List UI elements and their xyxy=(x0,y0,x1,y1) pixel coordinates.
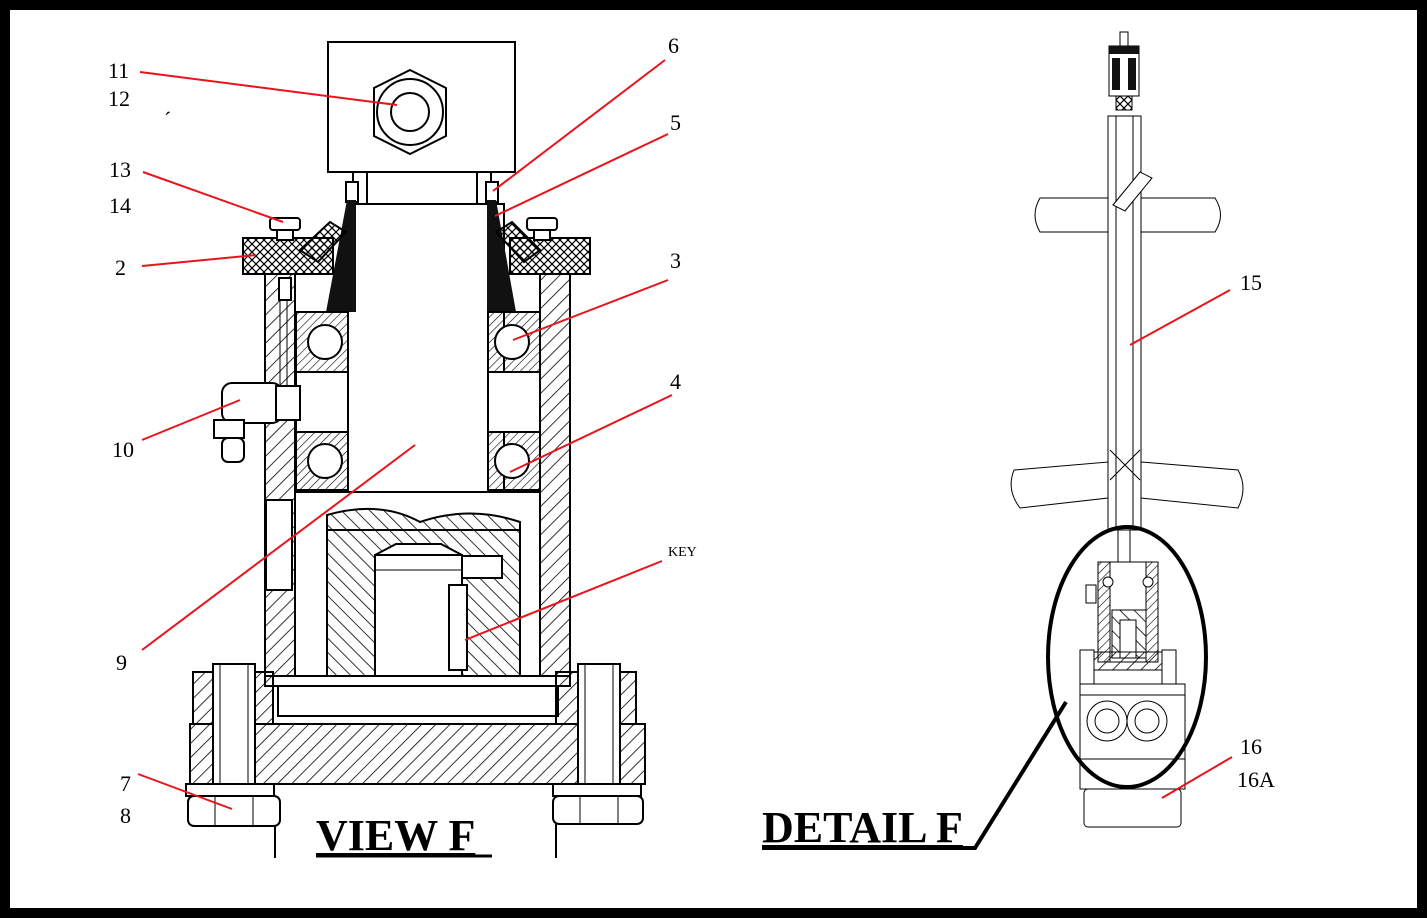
label-10: 10 xyxy=(112,437,134,462)
label-13: 13 xyxy=(109,157,131,182)
label-6: 6 xyxy=(668,33,679,58)
lower-blade xyxy=(1010,461,1109,509)
label-16: 16 xyxy=(1240,734,1262,759)
grease-fitting xyxy=(213,382,301,463)
leader-16 xyxy=(1161,756,1233,799)
key xyxy=(448,584,468,671)
leader-lines-view xyxy=(137,59,673,810)
nut-left xyxy=(187,795,281,827)
label-16a: 16A xyxy=(1237,767,1275,792)
auger-shaft xyxy=(1107,115,1142,531)
view-f-drawing xyxy=(185,41,646,858)
label-15: 15 xyxy=(1240,270,1262,295)
label-8: 8 xyxy=(120,803,131,828)
detail-callout-line xyxy=(762,700,1068,850)
tick-mark: ˊ xyxy=(164,107,171,132)
label-2: 2 xyxy=(115,255,126,280)
seal-left xyxy=(326,200,356,312)
title-detail-f: DETAIL F xyxy=(762,803,963,852)
seal-right xyxy=(487,200,516,312)
label-14: 14 xyxy=(109,193,131,218)
housing-wall-right xyxy=(539,273,571,677)
title-view-f: VIEW F xyxy=(316,811,475,860)
label-9: 9 xyxy=(116,650,127,675)
detail-circle xyxy=(1046,525,1208,789)
upper-blade xyxy=(1034,197,1109,233)
shaft xyxy=(347,203,505,495)
label-12: 12 xyxy=(108,86,130,111)
label-11: 11 xyxy=(108,58,129,83)
label-key: KEY xyxy=(668,545,697,560)
label-4: 4 xyxy=(670,369,681,394)
label-5: 5 xyxy=(670,110,681,135)
leader-15 xyxy=(1129,289,1231,346)
detail-f-drawing xyxy=(1010,31,1244,828)
base-plate xyxy=(189,723,646,785)
label-3: 3 xyxy=(670,248,681,273)
nut-right xyxy=(552,795,644,825)
label-7: 7 xyxy=(120,771,131,796)
cover-bolt-right xyxy=(526,217,558,231)
